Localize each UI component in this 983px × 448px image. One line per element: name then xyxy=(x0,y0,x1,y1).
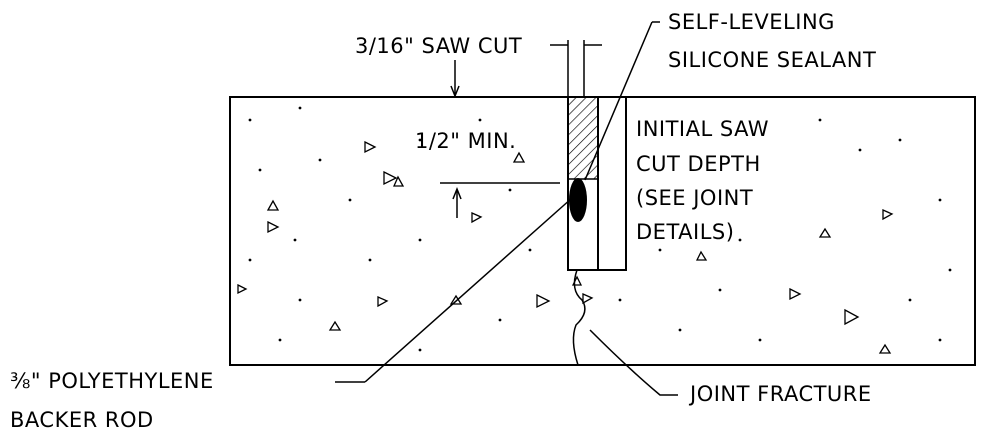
saw-cut-label: 3/16" SAW CUT xyxy=(355,34,523,58)
sealant-label-line2: SILICONE SEALANT xyxy=(668,48,877,72)
sealant-label-line1: SELF-LEVELING xyxy=(668,10,835,34)
initial-cut-line1: INITIAL SAW xyxy=(636,117,770,141)
joint-fracture xyxy=(572,269,586,366)
backer-rod-label-line1: ⅜" POLYETHYLENE xyxy=(10,371,214,392)
initial-cut-line4: DETAILS) xyxy=(636,220,735,244)
initial-saw-cut xyxy=(567,96,627,271)
aggregate-dots xyxy=(248,106,952,352)
backer-rod-text: " POLYETHYLENE xyxy=(30,369,214,393)
aggregate-pattern xyxy=(237,140,894,354)
min-depth-label: 1/2" MIN. xyxy=(415,129,517,153)
joint-fracture-label: JOINT FRACTURE xyxy=(690,382,872,406)
initial-cut-line2: CUT DEPTH xyxy=(636,152,761,176)
backer-rod-leader xyxy=(364,197,573,383)
backer-rod-label-line2: BACKER ROD xyxy=(10,408,154,432)
min-depth-arrowhead xyxy=(452,186,462,200)
backer-rod-fraction: ⅜ xyxy=(10,369,31,393)
backer-rod xyxy=(569,178,587,222)
fracture-leader xyxy=(589,329,678,396)
silicone-sealant xyxy=(567,96,599,180)
sealant-leader xyxy=(584,21,653,181)
saw-cut-arrowhead xyxy=(450,85,460,99)
initial-cut-line3: (SEE JOINT xyxy=(636,186,754,210)
